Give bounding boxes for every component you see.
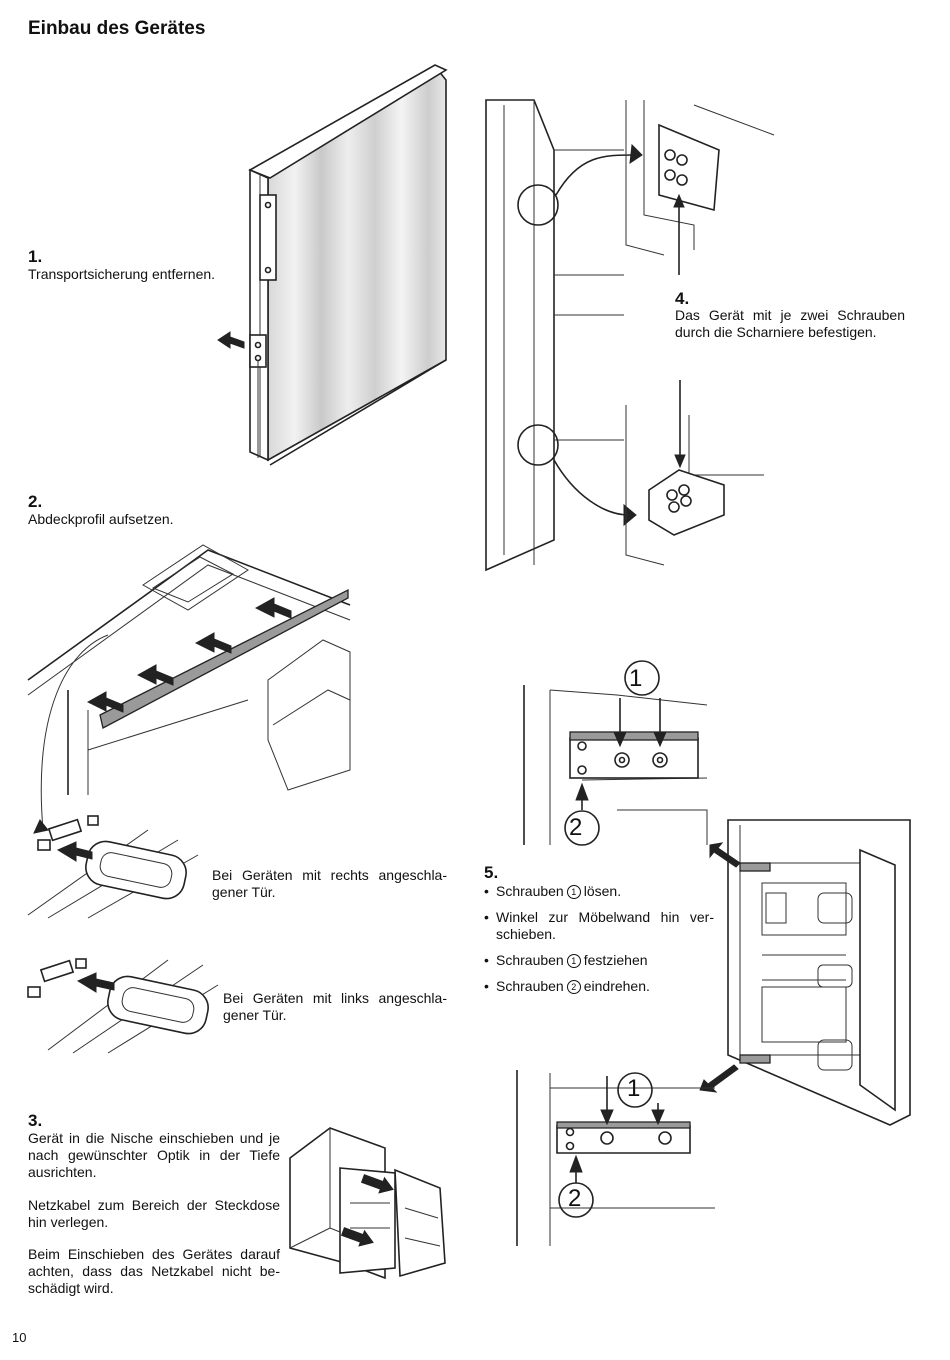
page-number: 10 — [12, 1330, 27, 1345]
circled-number-1: 1 — [566, 954, 581, 968]
step2-text: Abdeckprofil aufsetzen. — [28, 511, 174, 527]
clip-right-hinged-illustration — [27, 815, 199, 919]
step4-number: 4. — [675, 289, 690, 308]
step3-para1: Gerät in die Nische einschieben und je n… — [28, 1130, 280, 1180]
step2-number: 2. — [28, 492, 43, 511]
bracket-illustration-lower — [516, 1070, 715, 1246]
clip-left-hinged-illustration — [27, 958, 219, 1054]
step4-text: Das Gerät mit je zwei Schrauben durch di… — [675, 307, 905, 340]
circled-number-2: 2 — [566, 980, 581, 994]
callout-two-bottom: 2 — [568, 1185, 582, 1212]
step3-para2: Netzkabel zum Bereich der Steckdose hin … — [28, 1197, 280, 1230]
step5-bullet-2: Winkel zur Möbelwand hin ver-schieben. — [484, 909, 714, 943]
page-title: Einbau des Gerätes — [28, 18, 206, 39]
callout-one-bottom: 1 — [627, 1075, 641, 1102]
door-panel-illustration — [217, 64, 448, 466]
fridge-illustration — [699, 819, 911, 1126]
step1-text: Transportsicherung entfernen. — [28, 266, 216, 282]
cover-profile-illustration — [27, 544, 351, 834]
callout-two-top: 2 — [569, 814, 583, 841]
step3-number: 3. — [28, 1111, 43, 1130]
circled-number-1: 1 — [566, 885, 581, 899]
callout-one-top: 1 — [629, 665, 643, 692]
right-hinged-text: Bei Geräten mit rechts angeschla-gener T… — [212, 867, 447, 900]
step3-para3: Beim Einschieben des Gerätes darauf acht… — [28, 1246, 280, 1296]
niche-illustration — [289, 1127, 446, 1280]
bracket-illustration — [523, 660, 708, 846]
hinge-closeup-illustration — [485, 99, 775, 572]
left-hinged-text: Bei Geräten mit links angeschla-gener Tü… — [223, 990, 447, 1023]
step5-number: 5. — [484, 863, 499, 882]
step1-number: 1. — [28, 247, 43, 266]
